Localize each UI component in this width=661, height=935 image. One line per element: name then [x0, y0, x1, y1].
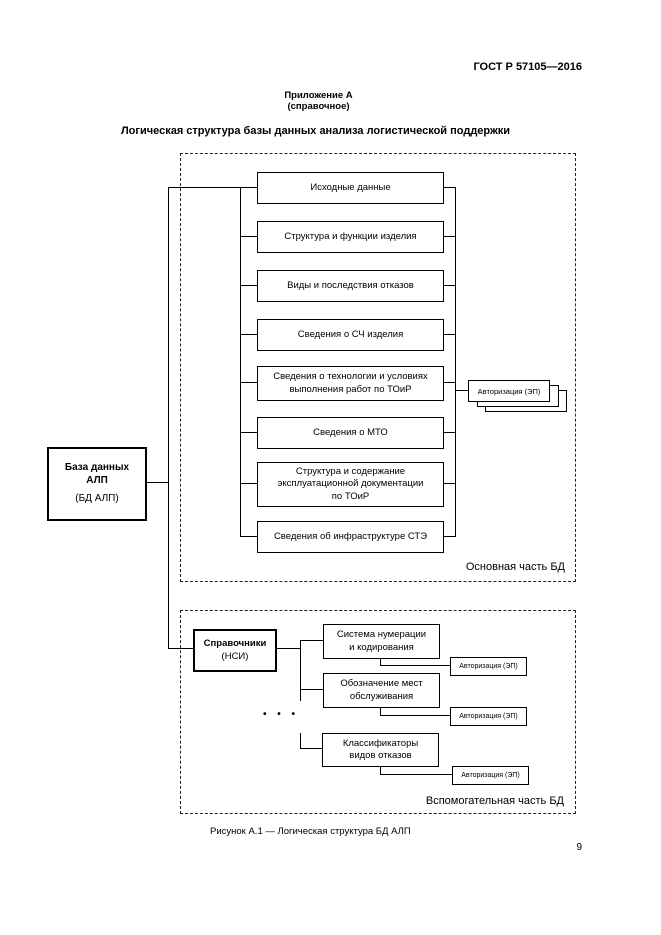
- box-service-locations: Обозначение мест обслуживания: [323, 673, 440, 708]
- spine-to-ref-connector-line: [168, 648, 194, 649]
- page-number: 9: [576, 842, 582, 853]
- figure-caption: Рисунок А.1 — Логическая структура БД АЛ…: [210, 826, 411, 837]
- auth-connector-line: [380, 715, 450, 716]
- auth-connector-line: [380, 656, 381, 666]
- connector-line: [300, 748, 322, 749]
- main-left-spine-line: [240, 187, 241, 536]
- connector-line: [240, 382, 258, 383]
- box-product-structure-functions: Структура и функции изделия: [257, 221, 444, 253]
- connector-line: [300, 689, 323, 690]
- connector-line: [240, 483, 258, 484]
- box-failure-classifiers: Классификаторы видов отказов: [322, 733, 439, 767]
- main-section-frame: Основная часть БД: [180, 153, 576, 582]
- main-section-label: Основная часть БД: [465, 561, 565, 573]
- aux-section-label: Вспомогательная часть БД: [425, 795, 564, 807]
- outer-spine-line: [168, 187, 169, 649]
- auth-box-service-locations: Авторизация (ЭП): [450, 707, 527, 726]
- box-failure-modes-effects: Виды и последствия отказов: [257, 270, 444, 302]
- auth-stack-connector-line: [455, 390, 469, 391]
- connector-line: [440, 334, 456, 335]
- connector-line: [240, 334, 258, 335]
- annex-line1: Приложение А: [284, 90, 353, 101]
- auth-connector-line: [380, 764, 381, 775]
- connector-line: [240, 285, 258, 286]
- db-to-spine-connector-line: [143, 482, 169, 483]
- box-reference-data-line2: (НСИ): [221, 650, 249, 662]
- connector-line: [240, 432, 258, 433]
- connector-line: [300, 640, 323, 641]
- box-reference-data: Справочники (НСИ): [193, 629, 277, 672]
- auth-connector-line: [380, 705, 381, 716]
- db-alp-box-line2: АЛП: [86, 474, 108, 486]
- figure-title: Логическая структура базы данных анализа…: [120, 125, 511, 137]
- connector-line: [440, 432, 456, 433]
- auth-stack-box-front: Авторизация (ЭП): [468, 380, 550, 402]
- page-header-standard-number: ГОСТ Р 57105—2016: [473, 61, 582, 73]
- box-numbering-coding-system: Система нумерации и кодирования: [323, 624, 440, 659]
- aux-spine-upper-line: [300, 640, 301, 701]
- aux-spine-lower-line: [300, 733, 301, 749]
- auth-connector-line: [380, 774, 452, 775]
- auth-connector-line: [380, 665, 450, 666]
- connector-line: [440, 236, 456, 237]
- connector-line: [240, 536, 258, 537]
- box-product-components-info: Сведения о СЧ изделия: [257, 319, 444, 351]
- db-alp-box: База данных АЛП (БД АЛП): [47, 447, 147, 521]
- box-operational-docs-structure: Структура и содержание эксплуатационной …: [257, 462, 444, 507]
- db-alp-box-line1: База данных: [64, 462, 130, 474]
- box-reference-data-line1: Справочники: [203, 638, 267, 650]
- auth-box-classifiers: Авторизация (ЭП): [452, 766, 529, 785]
- connector-line: [440, 483, 456, 484]
- box-ste-infrastructure-info: Сведения об инфраструктуре СТЭ: [257, 521, 444, 553]
- spine-to-main-top-connector-line: [168, 187, 258, 188]
- aux-section-frame: Вспомогательная часть БД: [180, 610, 576, 814]
- connector-line: [440, 536, 456, 537]
- connector-line: [440, 382, 456, 383]
- connector-line: [440, 187, 456, 188]
- continuation-ellipsis: • • •: [263, 709, 300, 720]
- connector-line: [240, 236, 258, 237]
- annex-heading: Приложение А (справочное): [0, 90, 637, 113]
- db-alp-box-line3: (БД АЛП): [75, 493, 119, 505]
- connector-line: [440, 285, 456, 286]
- ref-to-aux-spine-connector-line: [273, 648, 300, 649]
- box-initial-data: Исходные данные: [257, 172, 444, 204]
- main-right-spine-line: [455, 187, 456, 536]
- auth-box-numbering: Авторизация (ЭП): [450, 657, 527, 676]
- box-mto-info: Сведения о МТО: [257, 417, 444, 449]
- annex-line2: (справочное): [287, 100, 350, 112]
- box-maintenance-tech-conditions: Сведения о технологии и условиях выполне…: [257, 366, 444, 401]
